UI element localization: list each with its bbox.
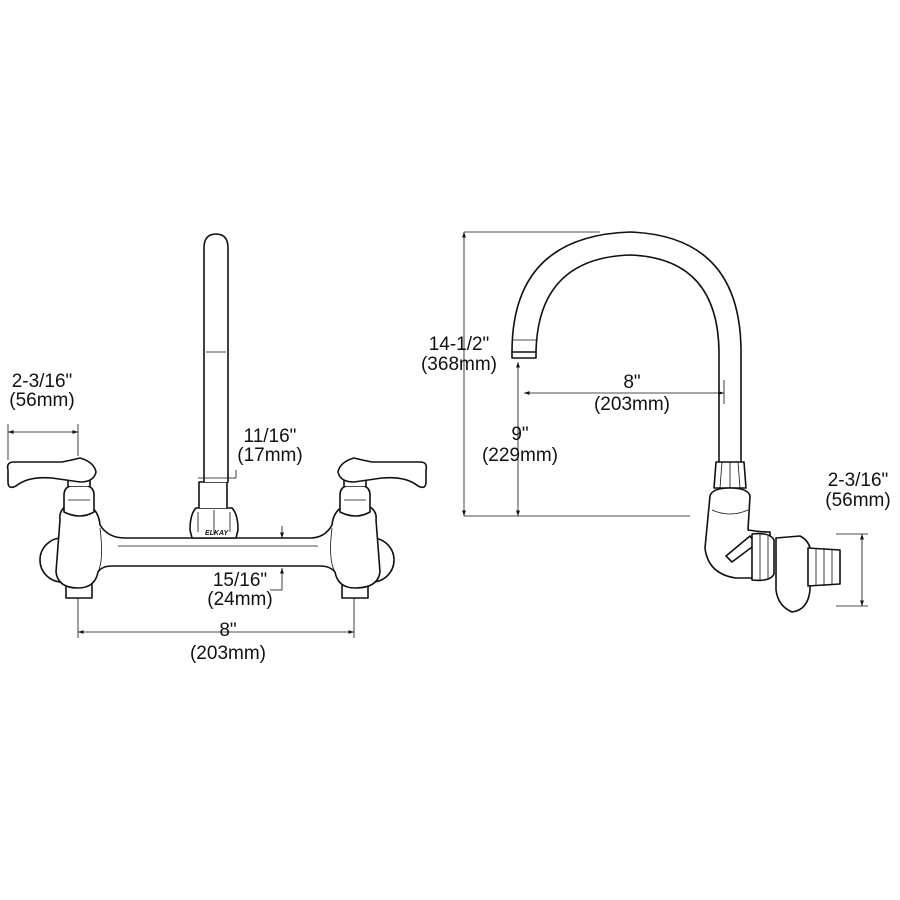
centers-inch: 8" xyxy=(219,620,236,641)
handle-reach-mm: (56mm) xyxy=(9,390,74,411)
body-height-mm: (24mm) xyxy=(207,589,272,610)
spout-clearance-mm: (229mm) xyxy=(482,445,558,466)
spout-reach-mm: (203mm) xyxy=(594,394,670,415)
spout-base-collar xyxy=(198,481,228,509)
coupling-nut xyxy=(751,532,775,582)
faucet-body xyxy=(55,502,381,589)
right-lever-handle xyxy=(337,457,428,489)
spout-base-mm: (17mm) xyxy=(237,445,302,466)
centers-mm: (203mm) xyxy=(190,643,266,664)
side-gooseneck-inner xyxy=(535,254,720,463)
side-gooseneck-outer xyxy=(511,231,742,463)
handle-reach-inch: 2-3/16" xyxy=(12,371,73,392)
overall-height-mm: (368mm) xyxy=(421,354,497,375)
body-contour-left xyxy=(97,527,102,573)
spout-reach-inch: 8" xyxy=(623,372,640,393)
front-view: ELKAY 2-3/16" (56mm) 11/16" (17mm) 15/16… xyxy=(6,233,428,664)
spout-clearance-inch: 9" xyxy=(511,424,528,445)
brand-logo: ELKAY xyxy=(205,530,230,537)
overall-height-inch: 14-1/2" xyxy=(429,334,490,355)
valve-body xyxy=(775,535,811,613)
body-height-inch: 15/16" xyxy=(213,570,267,591)
supply-height-inch: 2-3/16" xyxy=(828,470,889,491)
front-spout-tube xyxy=(203,233,229,483)
left-valve xyxy=(63,485,95,517)
right-valve xyxy=(339,485,371,517)
supply-height-mm: (56mm) xyxy=(825,490,890,511)
spout-base-inch: 11/16" xyxy=(244,426,297,447)
body-contour-right xyxy=(330,527,336,573)
left-lever-handle xyxy=(6,457,97,489)
spout-tip xyxy=(511,351,537,359)
side-view: 14-1/2" (368mm) 9" (229mm) 8" (203mm) 2-… xyxy=(421,231,891,613)
